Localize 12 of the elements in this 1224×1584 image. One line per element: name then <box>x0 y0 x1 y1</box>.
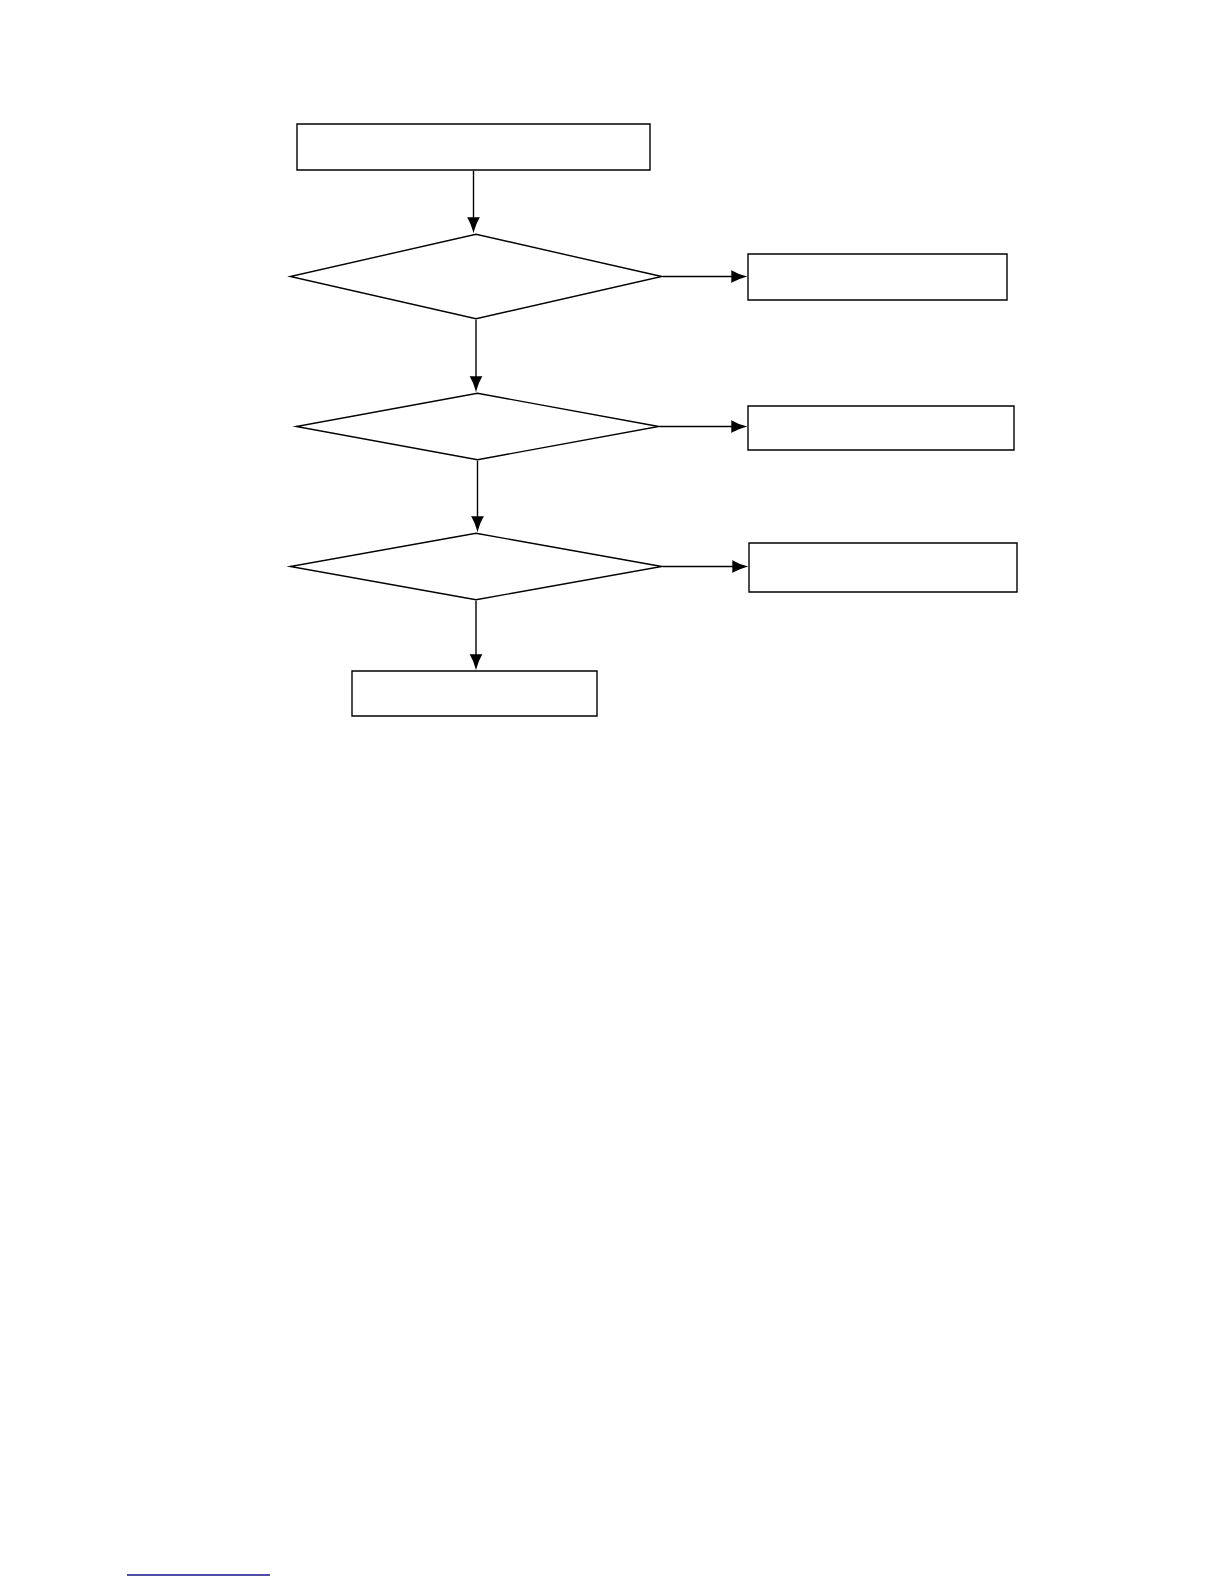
arrow <box>471 460 484 531</box>
process-box <box>748 542 1018 593</box>
arrow <box>659 420 746 433</box>
process-box <box>747 405 1015 451</box>
process-box <box>296 123 651 171</box>
arrow <box>470 600 482 669</box>
arrow <box>467 170 480 232</box>
arrow <box>662 270 746 283</box>
process-box <box>351 670 598 717</box>
arrow <box>662 560 747 573</box>
arrow <box>470 319 482 391</box>
process-box <box>747 253 1008 301</box>
